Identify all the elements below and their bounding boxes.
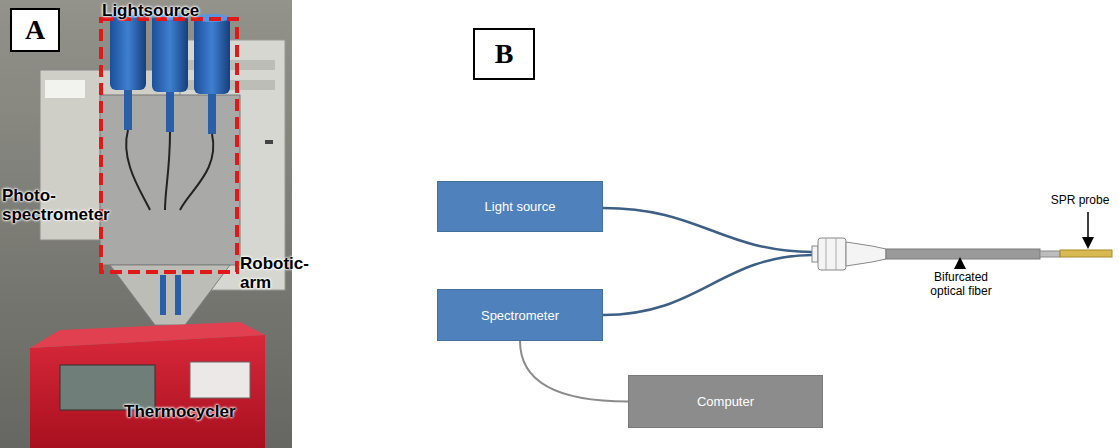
- node-text: B: [495, 38, 514, 70]
- node-text: Light source: [485, 199, 556, 214]
- device-box: Spectrometer: [437, 289, 603, 341]
- node-text: Computer: [697, 394, 754, 409]
- photo-label: Photo- spectrometer: [2, 186, 114, 224]
- computer-box: Computer: [628, 375, 823, 428]
- photo-label: Robotic- arm: [240, 254, 316, 292]
- panel-letter: B: [473, 28, 535, 80]
- panel-letter: A: [10, 8, 60, 52]
- node-text: Spectrometer: [481, 308, 559, 323]
- photo-label: Lightsource: [102, 1, 252, 20]
- node-text: A: [25, 14, 45, 46]
- part-label: SPR probe: [1044, 193, 1116, 207]
- photo-label: Thermocycler: [124, 402, 274, 421]
- device-box: Light source: [437, 181, 603, 232]
- cable-line: [520, 341, 628, 402]
- part-label: Bifurcated optical fiber: [915, 270, 1007, 298]
